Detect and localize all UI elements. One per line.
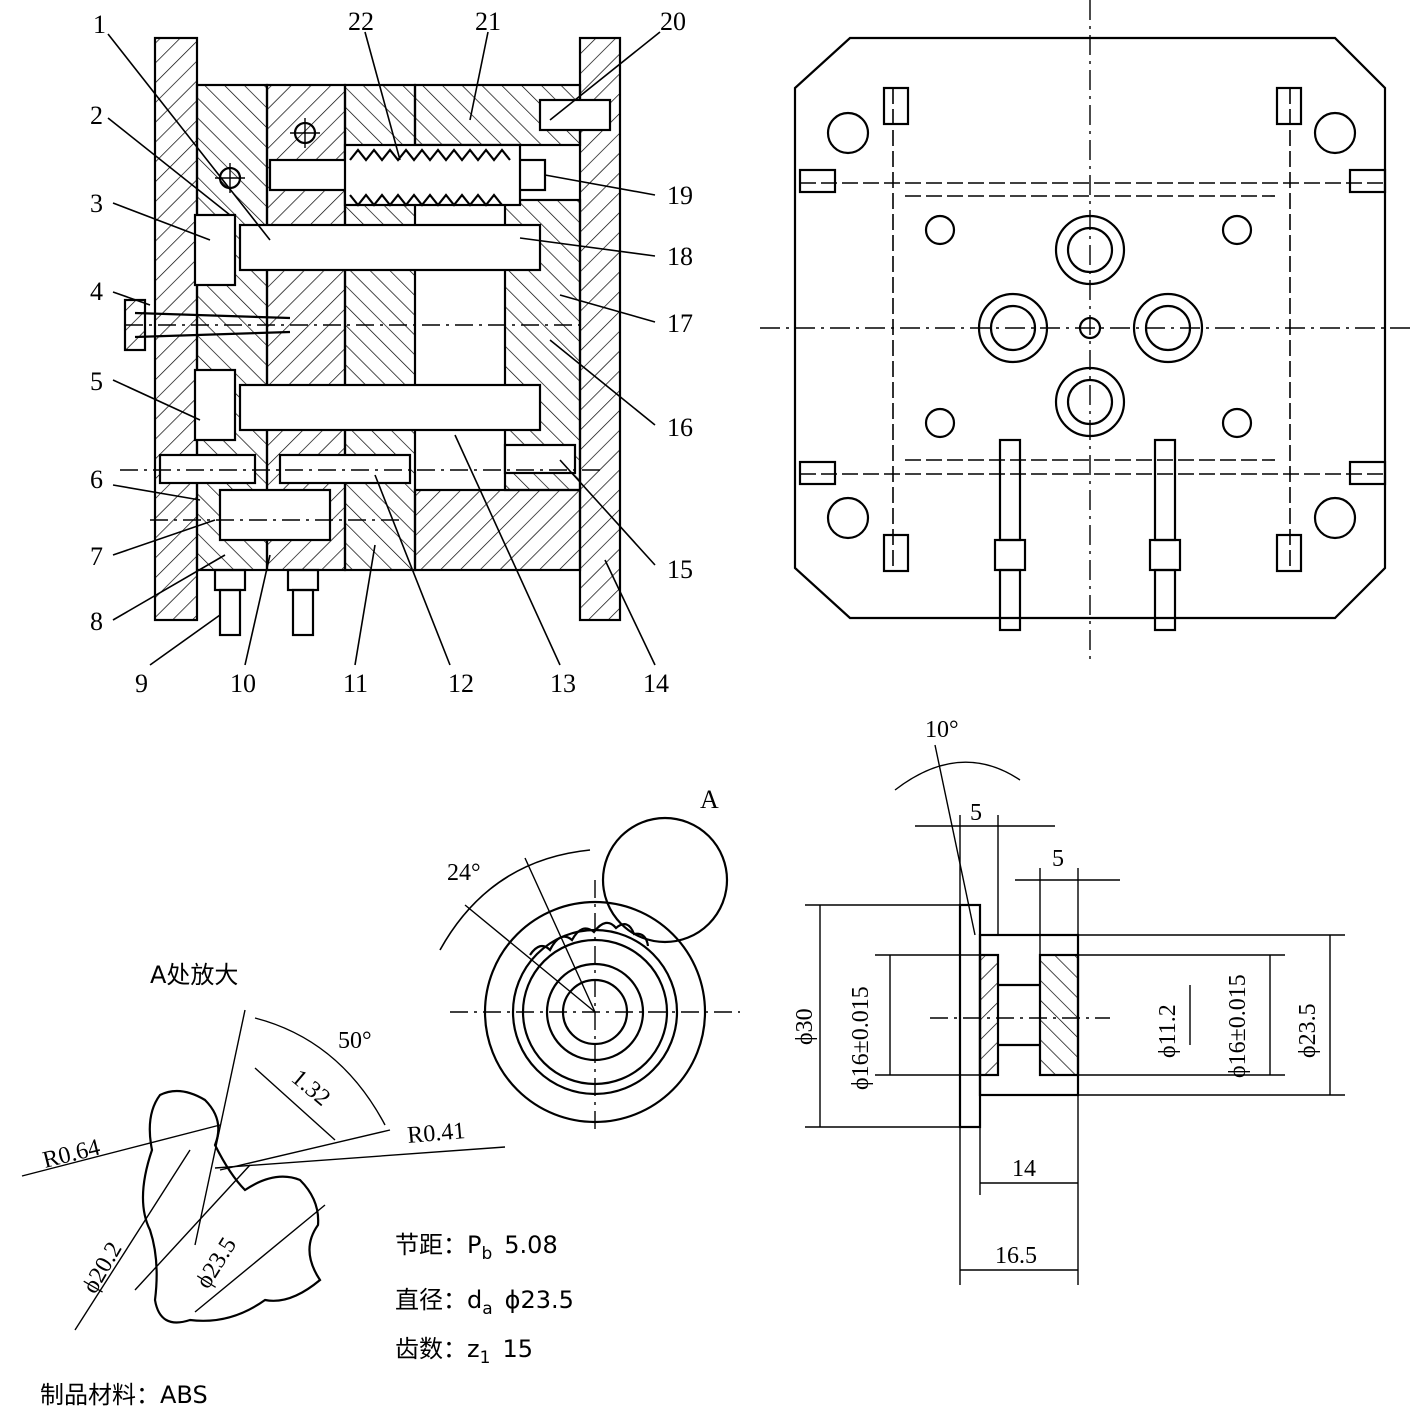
- detail-tooth-height: 1.32: [286, 1065, 335, 1112]
- spec-teeth: 齿数：z1 15: [395, 1335, 533, 1368]
- detail-angle: 50°: [338, 1028, 372, 1054]
- gear-dia-gear: ϕ23.5: [1295, 1003, 1321, 1058]
- gear-len-16-5: 16.5: [995, 1243, 1037, 1269]
- part-label-14: 14: [643, 669, 669, 698]
- mold-section-view: [120, 36, 622, 637]
- part-label-22: 22: [348, 7, 374, 36]
- gear-front-view: [439, 816, 740, 1130]
- mold-plan-view: [760, 0, 1413, 660]
- gear-section-view: [805, 744, 1345, 1285]
- spec-pitch-value: 5.08: [504, 1231, 557, 1259]
- gear-len-14: 14: [1012, 1156, 1036, 1182]
- part-label-13: 13: [550, 669, 576, 698]
- detail-radius-left: R0.64: [40, 1135, 103, 1174]
- gear-dia-bore-left: ϕ16±0.015: [848, 986, 874, 1090]
- spec-pitch-label: 节距：P: [395, 1231, 481, 1259]
- part-label-17: 17: [667, 309, 693, 338]
- spec-pitch: 节距：Pb 5.08: [395, 1231, 558, 1264]
- part-label-6: 6: [90, 465, 103, 494]
- gear-spec-table: 节距：Pb 5.08 直径：da ϕ23.5 齿数：z1 15: [395, 1231, 574, 1368]
- part-label-19: 19: [667, 181, 693, 210]
- part-label-5: 5: [90, 367, 103, 396]
- spec-teeth-sub: 1: [480, 1348, 491, 1368]
- spec-teeth-value: 15: [502, 1335, 533, 1363]
- part-label-8: 8: [90, 607, 103, 636]
- mold-leader-lines: [107, 31, 661, 666]
- spec-teeth-label: 齿数：z: [395, 1335, 480, 1363]
- mold-part-labels: 1 2 3 4 5 6 7 8 9 10 11 12 13 14 15 16 1…: [90, 7, 693, 698]
- gear-dim-top-right: 5: [1052, 846, 1064, 872]
- part-label-12: 12: [448, 669, 474, 698]
- spec-dia-label: 直径：d: [395, 1286, 482, 1314]
- part-label-1: 1: [93, 10, 106, 39]
- spec-diameter: 直径：da ϕ23.5: [395, 1286, 574, 1319]
- spec-dia-sub: a: [482, 1299, 492, 1319]
- part-label-2: 2: [90, 101, 103, 130]
- spec-dia-value: ϕ23.5: [505, 1286, 574, 1314]
- detail-tip-diameter: ϕ23.5: [191, 1233, 242, 1293]
- gear-draft-angle: 10°: [925, 717, 959, 743]
- part-label-3: 3: [90, 189, 103, 218]
- part-label-20: 20: [660, 7, 686, 36]
- gear-dia-outer: ϕ30: [792, 1008, 818, 1045]
- gear-dia-bore-right: ϕ16±0.015: [1225, 974, 1251, 1078]
- detail-view-title: A处放大: [150, 961, 238, 989]
- part-label-16: 16: [667, 413, 693, 442]
- detail-root-diameter: ϕ20.2: [78, 1238, 128, 1298]
- part-label-11: 11: [343, 669, 368, 698]
- material-note: 制品材料：ABS: [40, 1381, 208, 1409]
- part-label-18: 18: [667, 242, 693, 271]
- spec-pitch-sub: b: [481, 1244, 492, 1264]
- part-label-9: 9: [135, 669, 148, 698]
- detail-view-a: [21, 1009, 506, 1331]
- detail-marker-a: A: [700, 785, 719, 814]
- gear-dim-top-left: 5: [970, 800, 982, 826]
- part-label-21: 21: [475, 7, 501, 36]
- part-label-10: 10: [230, 669, 256, 698]
- part-label-15: 15: [667, 555, 693, 584]
- detail-radius-right: R0.41: [406, 1118, 466, 1149]
- part-label-4: 4: [90, 277, 103, 306]
- gear-pitch-angle: 24°: [447, 860, 481, 886]
- gear-dia-center: ϕ11.2: [1155, 1004, 1181, 1058]
- part-label-7: 7: [90, 542, 103, 571]
